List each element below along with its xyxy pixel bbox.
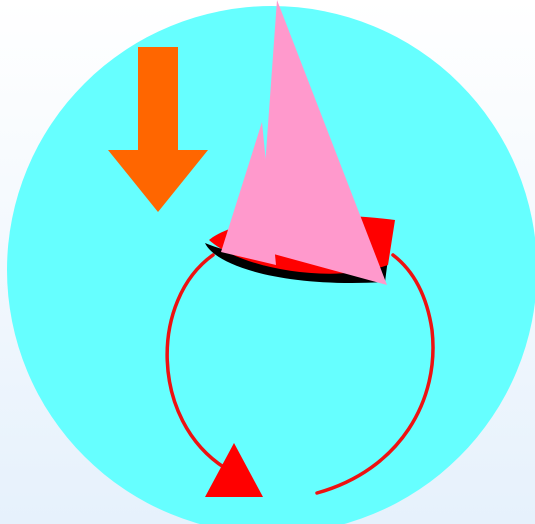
sailboat-illustration: [0, 0, 535, 524]
